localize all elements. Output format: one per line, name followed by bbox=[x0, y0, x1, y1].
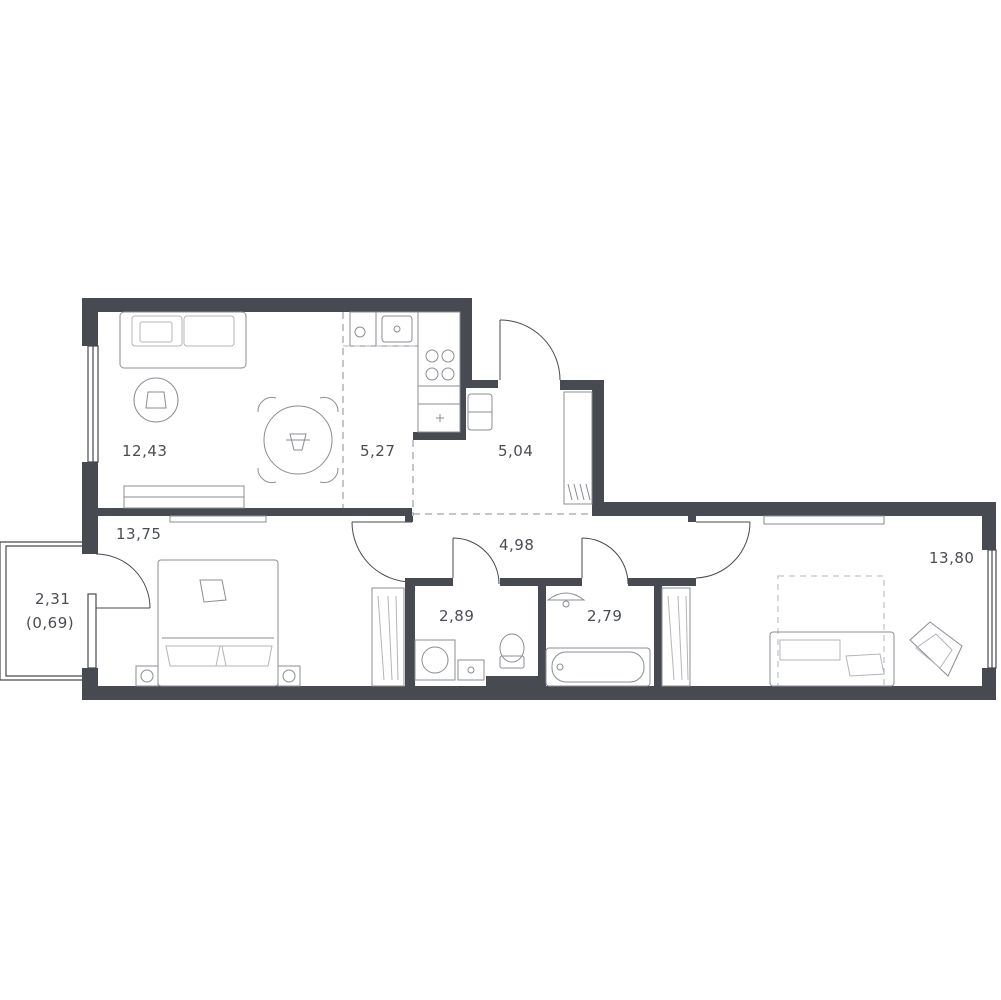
bedroom-left-furniture bbox=[135, 515, 405, 687]
doors bbox=[351, 319, 751, 585]
living-room-furniture bbox=[119, 311, 339, 509]
area-bedroom-left: 13,75 bbox=[116, 525, 161, 543]
area-kitchen: 5,27 bbox=[360, 442, 395, 460]
kitchen-furniture bbox=[343, 311, 461, 433]
area-bedroom-right: 13,80 bbox=[929, 549, 974, 567]
area-balcony: 2,31 bbox=[35, 590, 70, 608]
walls bbox=[82, 298, 996, 700]
area-labels: 12,43 5,27 5,04 4,98 13,75 13,80 2,89 2,… bbox=[26, 442, 974, 632]
entrance-furniture bbox=[467, 391, 593, 505]
windows bbox=[87, 345, 997, 669]
zone-dividers bbox=[342, 312, 592, 516]
area-entrance-hall: 5,04 bbox=[498, 442, 533, 460]
balcony bbox=[0, 541, 151, 681]
bathroom-tub-fixtures bbox=[545, 592, 651, 687]
bathroom-toilet-fixtures bbox=[414, 633, 525, 681]
area-balcony-reduced: (0,69) bbox=[26, 614, 74, 632]
area-living-room: 12,43 bbox=[122, 442, 167, 460]
bedroom-right-furniture bbox=[661, 515, 963, 687]
area-bathroom-toilet: 2,89 bbox=[439, 607, 474, 625]
area-bathroom-tub: 2,79 bbox=[587, 607, 622, 625]
area-corridor: 4,98 bbox=[499, 536, 534, 554]
